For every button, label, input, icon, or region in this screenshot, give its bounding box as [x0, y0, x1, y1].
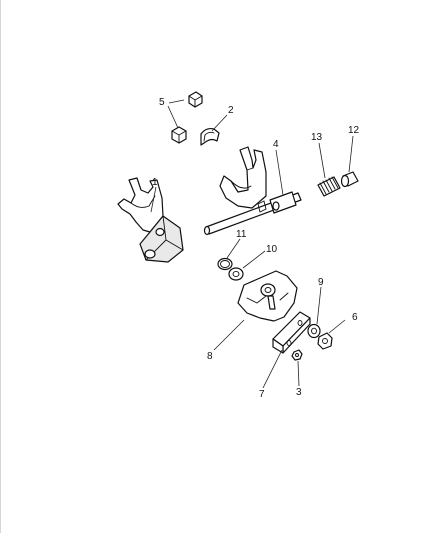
part-3-nut [291, 349, 303, 361]
part-9-washer [307, 323, 321, 339]
part-8-lever-housing [237, 270, 298, 322]
callout-12: 12 [348, 125, 360, 136]
part-7-lever [272, 311, 311, 354]
part-10-washer [228, 267, 244, 281]
part-4-fork-and-rail [203, 146, 302, 236]
part-5-pads [171, 91, 203, 144]
callout-13: 13 [311, 132, 323, 143]
callout-7: 7 [259, 389, 265, 400]
callout-6: 6 [352, 312, 358, 323]
part-13-spring [317, 176, 341, 197]
left-frame-line [0, 0, 1, 533]
callout-9: 9 [318, 277, 324, 288]
part-2-shoe [200, 127, 220, 146]
callout-4: 4 [273, 139, 279, 150]
leader-lines [150, 99, 354, 389]
part-6-nut [317, 332, 333, 350]
callout-1: 1 [152, 177, 158, 188]
part-11-snap-ring [217, 257, 233, 271]
callout-5: 5 [159, 97, 165, 108]
part-12-sleeve [340, 171, 359, 188]
part-1-shift-fork [117, 177, 184, 263]
callout-3: 3 [296, 387, 302, 398]
callout-2: 2 [228, 105, 234, 116]
callout-labels: 5 2 1 4 13 12 11 10 9 6 8 7 3 [152, 97, 360, 400]
callout-11: 11 [236, 229, 247, 240]
callout-10: 10 [266, 244, 278, 255]
callout-8: 8 [207, 351, 213, 362]
